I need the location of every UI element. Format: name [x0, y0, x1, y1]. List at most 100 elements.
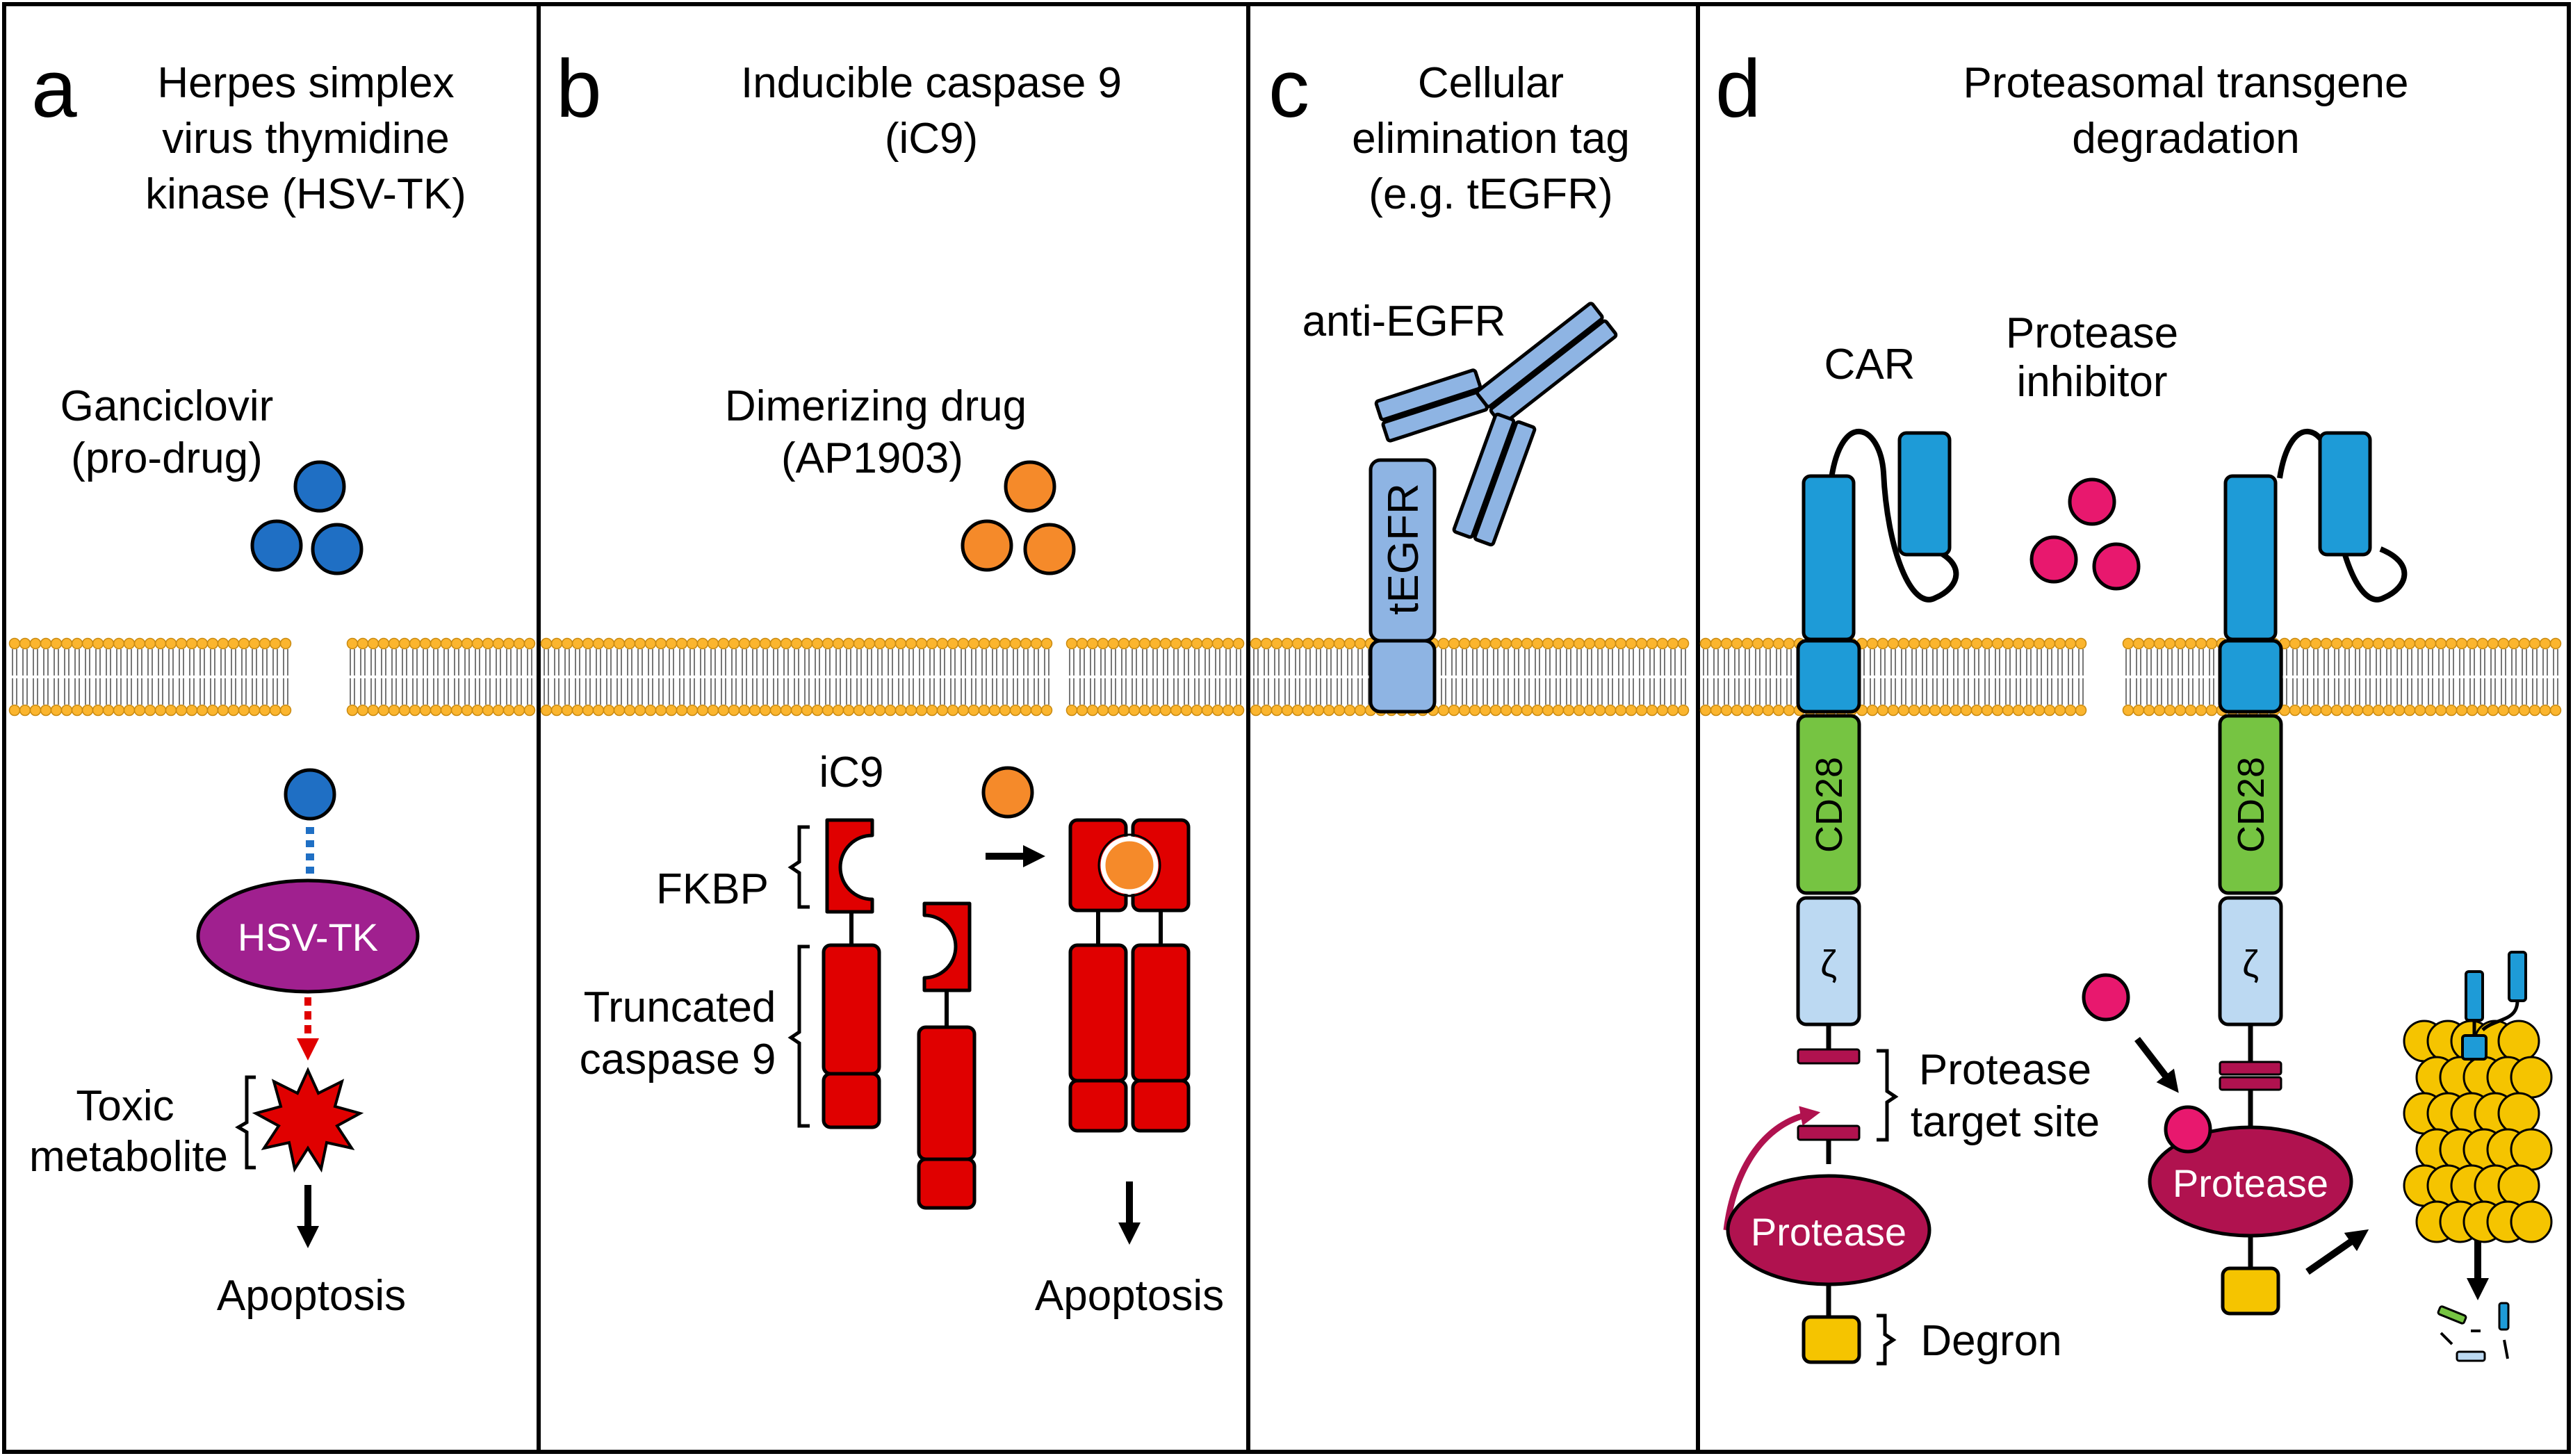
panel-letter-c: c: [1268, 43, 1309, 135]
cleavage-arrow: [1723, 1106, 1821, 1231]
cd28-label: CD28: [2230, 757, 2272, 853]
inhibitor-arrow: [2134, 1036, 2179, 1093]
protease-inhibitor-molecule: [2082, 973, 2130, 1022]
protease-target-site: [2219, 1076, 2282, 1091]
car-hinge-loop: [1829, 429, 1959, 603]
zeta-label: ζ: [2242, 943, 2259, 985]
substrate-entering-proteasome: [2461, 951, 2527, 1061]
scfv-vh-domain: [2318, 431, 2372, 557]
ganciclovir-molecule: [250, 519, 303, 572]
protease-inhibitor-molecule: [2029, 535, 2078, 584]
degradation-arrow: [2305, 1229, 2369, 1275]
car-label: CAR: [1824, 341, 1916, 388]
membrane-segment: [1699, 637, 2087, 717]
prodrug-label: (pro-drug): [71, 434, 263, 482]
caspase-bracket: [787, 944, 810, 1128]
car-transmembrane: [2218, 639, 2283, 714]
caspase-domain: [917, 1025, 977, 1161]
cd28-domain: [1796, 714, 1861, 895]
ic9-monomer: [917, 901, 977, 1210]
ganciclovir-molecule: [293, 460, 346, 513]
car-construct-inhibited: CD28 ζ Protease: [2148, 429, 2408, 1316]
car-construct: CD28 ζ Protease: [1723, 429, 1959, 1366]
membrane-segment: [540, 637, 1053, 717]
panel-b: b Inducible caspase 9 (iC9) Dimerizing d…: [556, 43, 1224, 1320]
membrane-segment: [346, 637, 536, 717]
panel-letter-d: d: [1715, 43, 1761, 135]
ap1903-label: (AP1903): [781, 434, 963, 482]
panel-b-title-2: (iC9): [885, 115, 978, 163]
ap1903-internalized: [981, 766, 1034, 819]
fkbp-bracket: [787, 825, 810, 909]
panel-a-title-1: Herpes simplex: [157, 59, 454, 107]
target-site-bracket: [1877, 1049, 1899, 1142]
caspase-domain: [822, 1072, 881, 1129]
degraded-fragments: [2437, 1302, 2510, 1362]
target-site-label-2: target site: [1911, 1098, 2100, 1146]
ic9-monomer: [822, 818, 881, 1129]
panel-c-title-3: (e.g. tEGFR): [1369, 170, 1612, 218]
panel-a-title-2: virus thymidine: [162, 115, 449, 163]
protease-target-site: [2219, 1061, 2282, 1076]
anti-egfr-antibody: [1374, 302, 1618, 547]
panel-letter-b: b: [556, 43, 602, 135]
protease-inhibitor-label-2: inhibitor: [2016, 358, 2167, 406]
degron-label: Degron: [1920, 1317, 2061, 1365]
protease-label: Protease: [2173, 1161, 2328, 1205]
panel-b-title-1: Inducible caspase 9: [741, 59, 1122, 107]
caspase-domain: [1131, 1079, 1191, 1133]
panel-d: d Proteasomal transgene degradation CAR …: [1715, 43, 2553, 1366]
cell-membrane: [8, 637, 2562, 717]
degron-tag: [2221, 1266, 2280, 1316]
membrane-segment: [8, 637, 292, 717]
ic9-dimer: [1068, 818, 1191, 1133]
metabolite-label: metabolite: [29, 1133, 228, 1181]
caspase-domain: [1068, 943, 1128, 1083]
scfv-vl-domain: [2223, 474, 2278, 641]
degron-tag: [1802, 1315, 1861, 1364]
scfv-vl-domain: [1802, 474, 1856, 641]
proteasome: [2403, 1020, 2553, 1243]
protease-label: Protease: [1751, 1210, 1906, 1254]
degron-bracket: [1877, 1314, 1897, 1366]
fkbp-label: FKBP: [656, 865, 769, 913]
caspase-domain: [822, 943, 881, 1076]
ganciclovir-internalized: [284, 768, 336, 821]
membrane-segment: [2122, 637, 2562, 717]
panel-c: c Cellular elimination tag (e.g. tEGFR) …: [1268, 43, 1630, 714]
dimerizing-drug-label: Dimerizing drug: [725, 382, 1027, 430]
scfv-vh-domain: [1897, 431, 1952, 557]
protease-target-site: [1797, 1124, 1861, 1141]
ap1903-molecule: [961, 519, 1013, 572]
toxic-label: Toxic: [76, 1082, 174, 1130]
caspase9-label: caspase 9: [580, 1036, 776, 1083]
membrane-segment: [1065, 637, 1245, 717]
caspase-domain: [1068, 1079, 1128, 1133]
zeta-label: ζ: [1820, 943, 1837, 985]
target-site-label-1: Protease: [1919, 1046, 2091, 1094]
protease-inhibitor-label-1: Protease: [2006, 309, 2178, 357]
cd28-label: CD28: [1808, 757, 1850, 853]
protease-inhibitor-molecule: [2068, 477, 2116, 526]
protease-target-site: [1797, 1048, 1861, 1065]
membrane-segment: [1250, 637, 1690, 717]
caspase-domain: [917, 1157, 977, 1210]
car-transmembrane: [1796, 639, 1861, 714]
ap1903-bound: [1100, 836, 1159, 894]
tegfr-transmembrane: [1369, 639, 1437, 714]
protease-inhibitor-molecule: [2092, 542, 2141, 591]
fkbp-domain: [922, 901, 972, 992]
truncated-label: Truncated: [584, 983, 776, 1031]
panel-d-title-2: degradation: [2072, 115, 2300, 163]
ap1903-molecule: [1004, 460, 1056, 513]
hsv-tk-enzyme: [196, 878, 420, 994]
panel-c-title-1: Cellular: [1418, 59, 1564, 107]
ganciclovir-molecule: [311, 523, 364, 575]
fkbp-domain: [825, 818, 874, 914]
caspase-domain: [1131, 943, 1191, 1083]
toxic-metabolite-burst-icon: [252, 1067, 364, 1173]
panel-a-title-3: kinase (HSV-TK): [145, 170, 466, 218]
ap1903-bound-outline: [1097, 833, 1161, 897]
